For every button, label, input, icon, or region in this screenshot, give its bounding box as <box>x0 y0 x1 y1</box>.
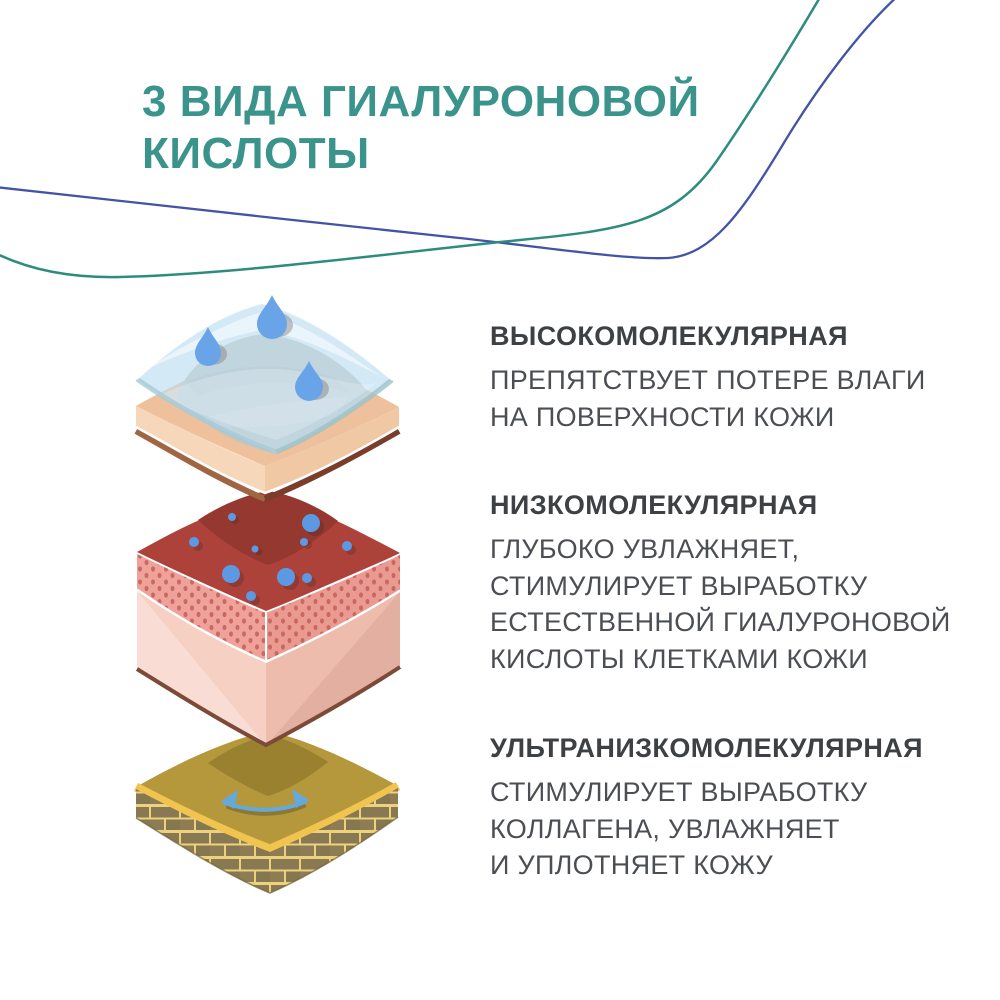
section-text-line: ПРЕПЯТСТВУЕТ ПОТЕРЕ ВЛАГИ <box>490 365 926 395</box>
page-title-line2: КИСЛОТЫ <box>142 129 370 178</box>
section-text-line: ГЛУБОКО УВЛАЖНЯЕТ, <box>490 534 800 564</box>
decorative-curves <box>0 0 896 279</box>
section-text-line: И УПЛОТНЯЕТ КОЖУ <box>490 850 773 880</box>
water-drop-icon <box>295 361 323 401</box>
hypodermis-layer <box>133 731 401 894</box>
section-text-line: КОЛЛАГЕНА, УВЛАЖНЯЕТ <box>490 813 840 844</box>
section-text-line: ЕСТЕСТВЕННОЙ ГИАЛУРОНОВОЙ <box>490 607 951 637</box>
epidermis-brown-edge-left <box>134 428 267 502</box>
section-text-line: КИСЛОТЫ КЛЕТКАМИ КОЖИ <box>490 643 868 674</box>
collagen-brick-face-left <box>136 789 270 893</box>
dermis-bottom-edge <box>135 665 402 748</box>
section-low-molecular: НИЗКОМОЛЕКУЛЯРНАЯ ГЛУБОКО УВЛАЖНЯЕТ, СТИ… <box>490 488 960 677</box>
skin-layers-illustration <box>133 295 402 894</box>
section-text-line: СТИМУЛИРУЕТ ВЫРАБОТКУ <box>490 570 868 601</box>
section-heading: НИЗКОМОЛЕКУЛЯРНАЯ <box>490 490 818 520</box>
pink-face-shade <box>266 592 400 746</box>
water-drops <box>194 295 329 401</box>
film-edge-right <box>275 378 394 455</box>
water-drop-icon <box>194 327 221 367</box>
hypodermis-shadow-under-dermis <box>208 735 328 796</box>
dermis-pink-face-left <box>137 591 266 746</box>
dermis-shadow-under-epidermis <box>198 491 338 565</box>
epidermis-brown-edge-right <box>263 428 401 502</box>
dermis-pink-face-right <box>266 592 400 746</box>
page-title: 3 ВИДА ГИАЛУРОНОВОЙ КИСЛОТЫ <box>142 76 782 180</box>
hyaluronic-molecule-dots <box>189 513 356 605</box>
dermis-white-separator-top <box>136 552 401 615</box>
hypodermis-gold-band <box>133 782 401 854</box>
brick-bottom-edge <box>135 816 399 894</box>
flex-arrow-icon <box>221 789 309 816</box>
section-text-line: НА ПОВЕРХНОСТИ КОЖИ <box>490 401 835 432</box>
section-heading: ВЫСОКОМОЛЕКУЛЯРНАЯ <box>490 321 848 351</box>
dermis-layer <box>135 491 402 748</box>
film-edge-left <box>135 376 277 455</box>
dotted-texture-left <box>137 554 266 661</box>
section-ultra-low-molecular: УЛЬТРАНИЗКОМОЛЕКУЛЯРНАЯ СТИМУЛИРУЕТ ВЫРА… <box>490 731 960 884</box>
dermis-white-separator-bottom <box>136 588 401 664</box>
decorative-line-blue <box>0 0 896 260</box>
decorative-line-green <box>0 0 820 279</box>
epidermis-face-left <box>136 406 265 494</box>
page-title-line1: 3 ВИДА ГИАЛУРОНОВОЙ <box>142 77 700 126</box>
pink-face-highlight <box>137 591 266 746</box>
section-high-molecular: ВЫСОКОМОЛЕКУЛЯРНАЯ ПРЕПЯТСТВУЕТ ПОТЕРЕ В… <box>490 319 960 435</box>
collagen-brick-face-right <box>270 788 398 893</box>
epidermis-white-line <box>135 425 400 495</box>
epidermis-layer <box>134 295 401 502</box>
film-sheen-mid <box>160 368 378 440</box>
epidermis-face-right <box>265 407 399 494</box>
section-text-line: СТИМУЛИРУЕТ ВЫРАБОТКУ <box>490 777 868 807</box>
film-top-highlight <box>136 301 393 381</box>
section-heading: УЛЬТРАНИЗКОМОЛЕКУЛЯРНАЯ <box>490 733 923 763</box>
dotted-texture-right <box>266 555 400 661</box>
water-drop-icon <box>257 295 287 339</box>
